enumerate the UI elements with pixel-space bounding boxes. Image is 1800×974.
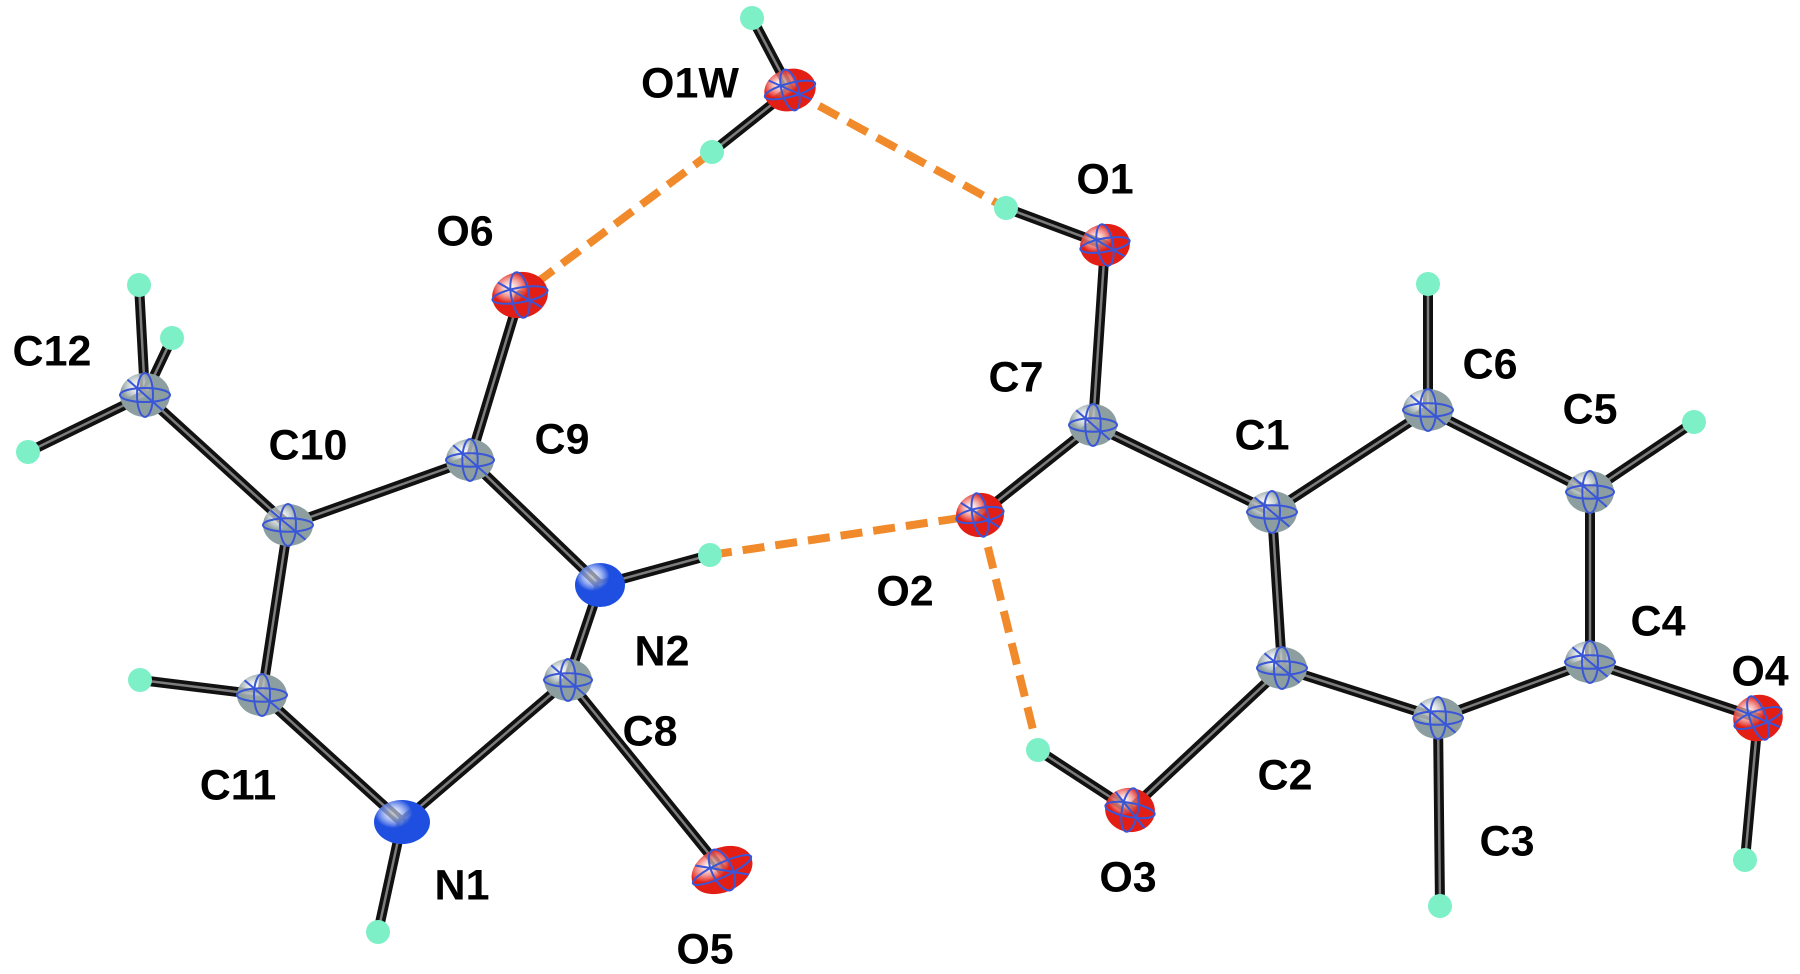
- atom-C10: [262, 503, 314, 547]
- bond-O6-C9: [465, 290, 525, 465]
- label-C3: C3: [1479, 817, 1535, 866]
- hydrogen-HN1: [366, 920, 390, 944]
- atom-C12: [119, 372, 171, 418]
- atom-C1: [1246, 490, 1298, 534]
- label-C9: C9: [534, 415, 590, 464]
- atom-C2: [1256, 646, 1308, 690]
- atom-layer: [16, 6, 1783, 944]
- label-C2: C2: [1257, 751, 1313, 800]
- hbond-HW2-O6: [517, 148, 715, 299]
- label-O2: O2: [876, 567, 934, 616]
- bond-N1-C8: [397, 675, 573, 827]
- label-C12: C12: [12, 327, 92, 376]
- hydrogen-HC5: [1682, 410, 1706, 434]
- bond-C4-O4: [1585, 657, 1763, 723]
- atom-O2: [955, 492, 1005, 538]
- atom-N1: [374, 800, 430, 844]
- atom-C11: [236, 673, 288, 717]
- hbond-O2-HO3: [976, 514, 1042, 751]
- bond-C7-C1: [1088, 420, 1277, 517]
- bond-C4-C3: [1433, 657, 1595, 723]
- hydrogen-HN2: [698, 543, 722, 567]
- atom-O1W: [763, 68, 817, 112]
- atom-N2: [575, 563, 625, 607]
- hydrogen-HW2: [700, 140, 724, 164]
- label-O3: O3: [1099, 853, 1157, 902]
- label-O1: O1: [1076, 155, 1134, 204]
- bond-C10-C12: [140, 390, 293, 530]
- hbond-HN2-O2: [709, 511, 981, 559]
- hydrogen-HC12b: [160, 326, 184, 350]
- atom-C7: [1068, 403, 1118, 447]
- label-C5: C5: [1562, 385, 1618, 434]
- atom-C3: [1412, 696, 1464, 740]
- label-C10: C10: [268, 421, 348, 470]
- atom-C8: [543, 658, 593, 702]
- hydrogen-HC12a: [127, 273, 151, 297]
- hydrogen-bond-layer: [517, 86, 1042, 751]
- bond-C1-C6: [1267, 405, 1433, 517]
- bond-O1-C7: [1088, 240, 1110, 430]
- label-C8: C8: [622, 707, 678, 756]
- label-O6: O6: [436, 207, 494, 256]
- hydrogen-HO4: [1733, 848, 1757, 872]
- hydrogen-HO3: [1026, 738, 1050, 762]
- bond-O4-HO4: [1740, 713, 1763, 865]
- label-C11: C11: [199, 761, 277, 810]
- hydrogen-HO1: [994, 196, 1018, 220]
- atom-O5: [691, 845, 753, 895]
- hydrogen-HC12c: [16, 440, 40, 464]
- atom-O1: [1079, 223, 1131, 267]
- hydrogen-HC3: [1428, 894, 1452, 918]
- bond-C3-C2: [1277, 663, 1443, 723]
- label-O4: O4: [1731, 647, 1789, 696]
- bond-C9-N2: [465, 455, 605, 590]
- label-N1: N1: [434, 861, 490, 910]
- bond-C11-N1: [257, 690, 407, 827]
- covalent-bond-layer: [23, 13, 1763, 937]
- bond-C7-O2: [975, 420, 1098, 520]
- label-C1: C1: [1234, 411, 1290, 460]
- bond-C10-C11: [257, 520, 293, 700]
- atom-O4: [1733, 694, 1783, 742]
- bond-C9-C10: [283, 455, 475, 530]
- hydrogen-HW1: [740, 6, 764, 30]
- atom-C6: [1402, 388, 1454, 432]
- atom-O3: [1104, 787, 1156, 833]
- label-C4: C4: [1630, 597, 1686, 646]
- hydrogen-HC11: [128, 668, 152, 692]
- bond-C2-C1: [1267, 507, 1287, 673]
- atom-O6: [491, 271, 549, 319]
- atom-C5: [1565, 470, 1615, 514]
- label-O1W: O1W: [641, 59, 739, 108]
- label-N2: N2: [634, 627, 690, 676]
- atom-C4: [1564, 640, 1616, 684]
- label-O5: O5: [676, 925, 734, 974]
- hbond-O1W-HO1: [788, 86, 1008, 212]
- atom-C9: [445, 438, 495, 482]
- bond-C2-O3: [1125, 663, 1287, 815]
- label-C6: C6: [1462, 340, 1518, 389]
- label-C7: C7: [988, 353, 1044, 402]
- bond-C6-C5: [1423, 405, 1595, 497]
- hydrogen-HC6: [1416, 272, 1440, 296]
- bond-C3-HC3: [1433, 713, 1445, 911]
- bond-C8-O5: [563, 675, 727, 875]
